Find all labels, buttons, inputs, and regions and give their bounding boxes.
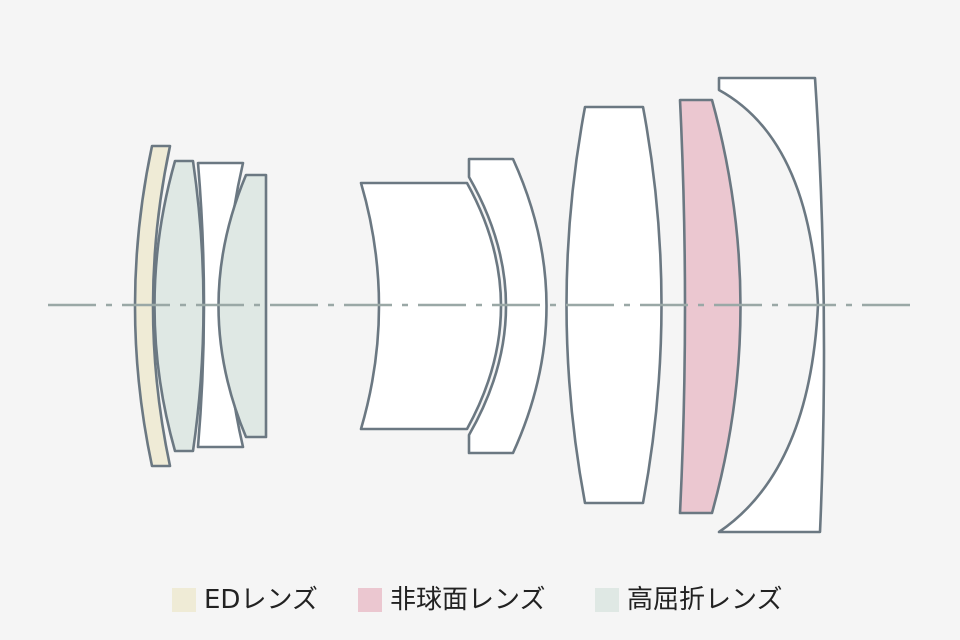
legend-item-ed: EDレンズ	[172, 582, 318, 618]
legend-item-aspherical: 非球面レンズ	[358, 582, 545, 618]
lens-element-8-aspherical	[678, 98, 742, 515]
legend-swatch-aspherical	[358, 588, 382, 612]
legend-label-aspherical: 非球面レンズ	[390, 585, 546, 615]
legend-label-ed: EDレンズ	[204, 585, 318, 615]
lens-element-2-high-refraction	[153, 159, 205, 453]
legend-swatch-high-refraction	[595, 588, 619, 612]
legend-swatch-ed	[172, 588, 196, 612]
legend-item-high-refraction: 高屈折レンズ	[595, 582, 782, 618]
legend: EDレンズ 非球面レンズ 高屈折レンズ	[0, 582, 960, 618]
lens-element-9	[717, 76, 826, 534]
legend-label-high-refraction: 高屈折レンズ	[627, 585, 783, 615]
